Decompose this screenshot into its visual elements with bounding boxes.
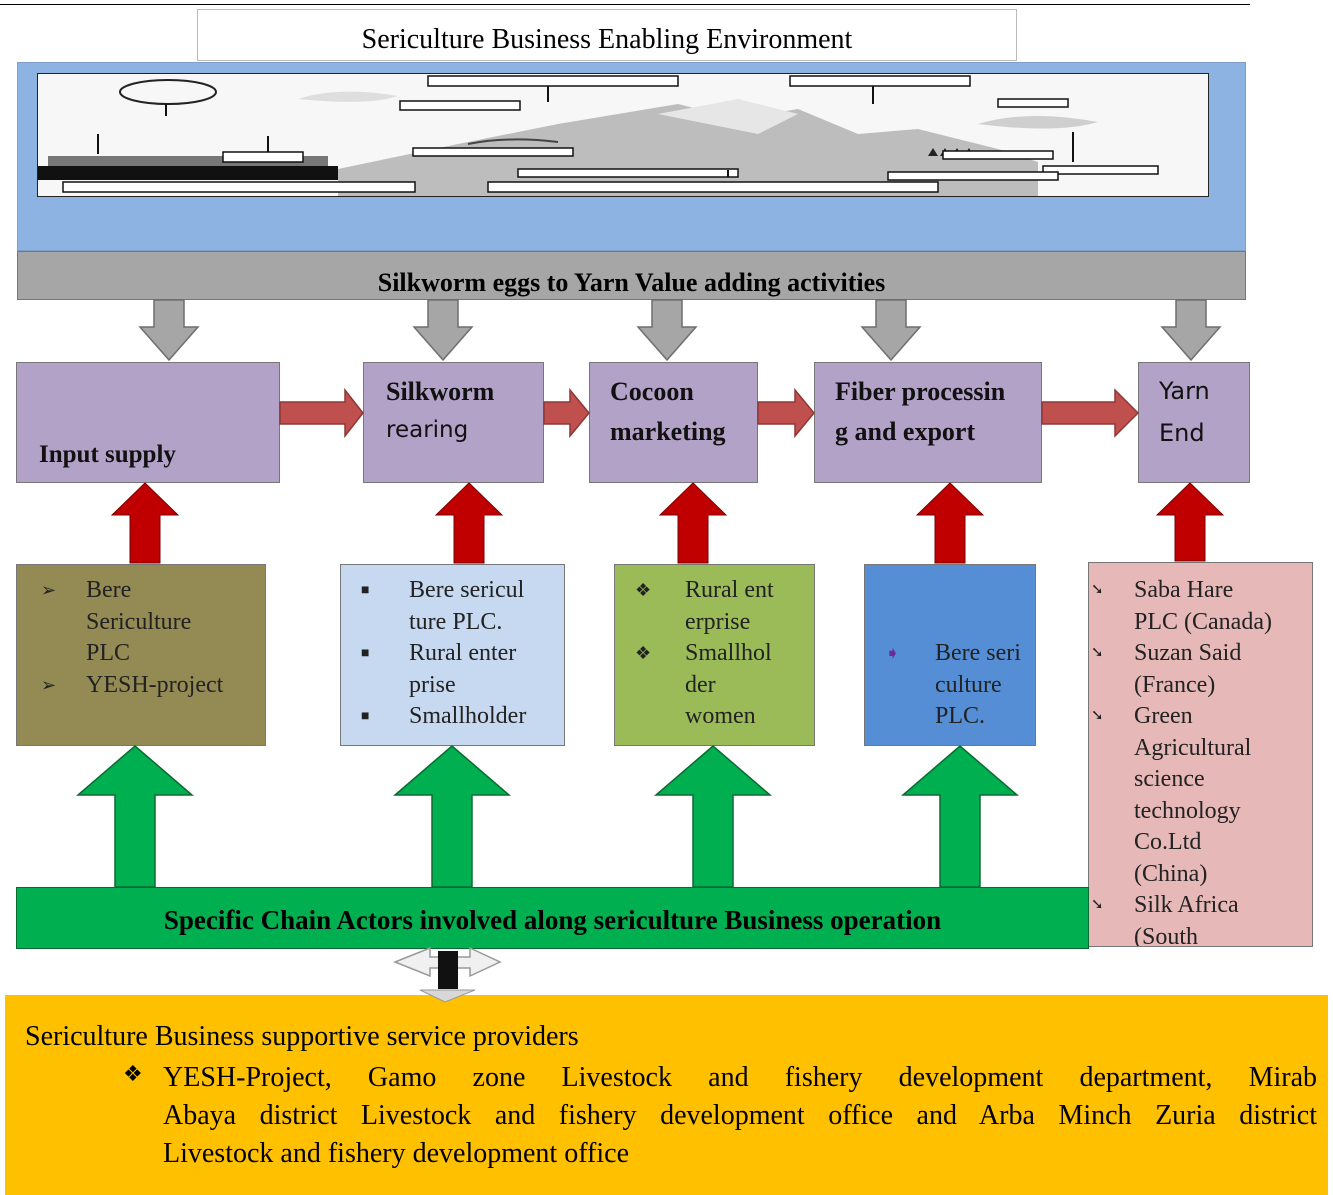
green-up-arrow: [653, 745, 773, 888]
actor-item: ■Smallholder: [361, 701, 566, 733]
double-arrow-icon: [392, 946, 502, 1003]
stage-label: Yarn: [1159, 377, 1210, 405]
gray-down-arrow: [138, 299, 200, 362]
red-up-arrow: [434, 482, 504, 564]
actor-item: ➘Silk Africa(South: [1091, 892, 1239, 947]
arrow-bullet-icon: ➘: [1091, 645, 1104, 661]
square-bullet-icon: ■: [361, 646, 370, 661]
stage-label: g and export: [835, 417, 976, 446]
red-up-arrow: [658, 482, 728, 564]
red-right-arrow: [279, 387, 364, 439]
supportive-services-panel: Sericulture Business supportive service …: [5, 995, 1328, 1195]
red-up-arrow: [915, 482, 985, 564]
square-bullet-icon: ■: [361, 583, 370, 598]
stage-yarn-end: Yarn End: [1138, 362, 1250, 483]
value-adding-band: Silkworm eggs to Yarn Value adding activ…: [17, 251, 1246, 300]
gray-down-arrow: [412, 299, 474, 362]
arrow-bullet-icon: ➘: [1091, 897, 1104, 913]
green-up-arrow: [900, 745, 1020, 888]
top-rule: [0, 4, 1250, 5]
red-up-arrow: [110, 482, 180, 564]
diamond-bullet-icon: ❖: [123, 1061, 143, 1086]
actor-item: ➢YESH-project: [41, 670, 263, 702]
stage-label: Silkworm: [386, 377, 495, 406]
diamond-bullet-icon: ❖: [635, 643, 652, 663]
gray-down-arrow: [636, 299, 698, 362]
stage-label: rearing: [386, 417, 469, 443]
arrow-bullet-icon: ➧: [885, 643, 901, 663]
actor-item: ➘Suzan Said(France): [1091, 640, 1242, 698]
support-heading: Sericulture Business supportive service …: [25, 1021, 579, 1052]
arrow-bullet-icon: ➘: [1091, 708, 1104, 724]
stage-fiber-processing: Fiber processin g and export: [814, 362, 1042, 483]
green-up-arrow: [392, 745, 512, 888]
support-text: YESH-Project, Gamo zone Livestock and fi…: [163, 1062, 1317, 1169]
gray-down-arrow: [860, 299, 922, 362]
stage-label: Input supply: [39, 441, 176, 468]
arrow-bullet-icon: ➢: [41, 580, 57, 600]
red-right-arrow: [757, 387, 815, 439]
square-bullet-icon: ■: [361, 709, 370, 724]
arrow-bullet-icon: ➘: [1091, 582, 1104, 598]
chain-actors-bar: Specific Chain Actors involved along ser…: [16, 887, 1089, 949]
climate-system-figure: [37, 73, 1209, 197]
stage-label: Cocoon: [610, 377, 694, 406]
arrow-bullet-icon: ➢: [41, 674, 57, 695]
climate-figure-drawing: [38, 74, 1208, 196]
diamond-bullet-icon: ❖: [635, 580, 652, 600]
red-right-arrow: [543, 387, 590, 439]
stage-silkworm-rearing: Silkworm rearing: [363, 362, 544, 483]
stage-input-supply: Input supply: [16, 362, 280, 483]
environment-title: Sericulture Business Enabling Environmen…: [197, 9, 1017, 61]
red-right-arrow: [1041, 388, 1140, 438]
green-up-arrow: [75, 745, 195, 888]
stage-label: marketing: [610, 417, 726, 446]
gray-down-arrow: [1160, 299, 1222, 362]
stage-label: Fiber processin: [835, 377, 1006, 406]
stage-cocoon-marketing: Cocoon marketing: [589, 362, 758, 483]
stage-label: End: [1159, 419, 1205, 447]
red-up-arrow: [1155, 482, 1225, 562]
